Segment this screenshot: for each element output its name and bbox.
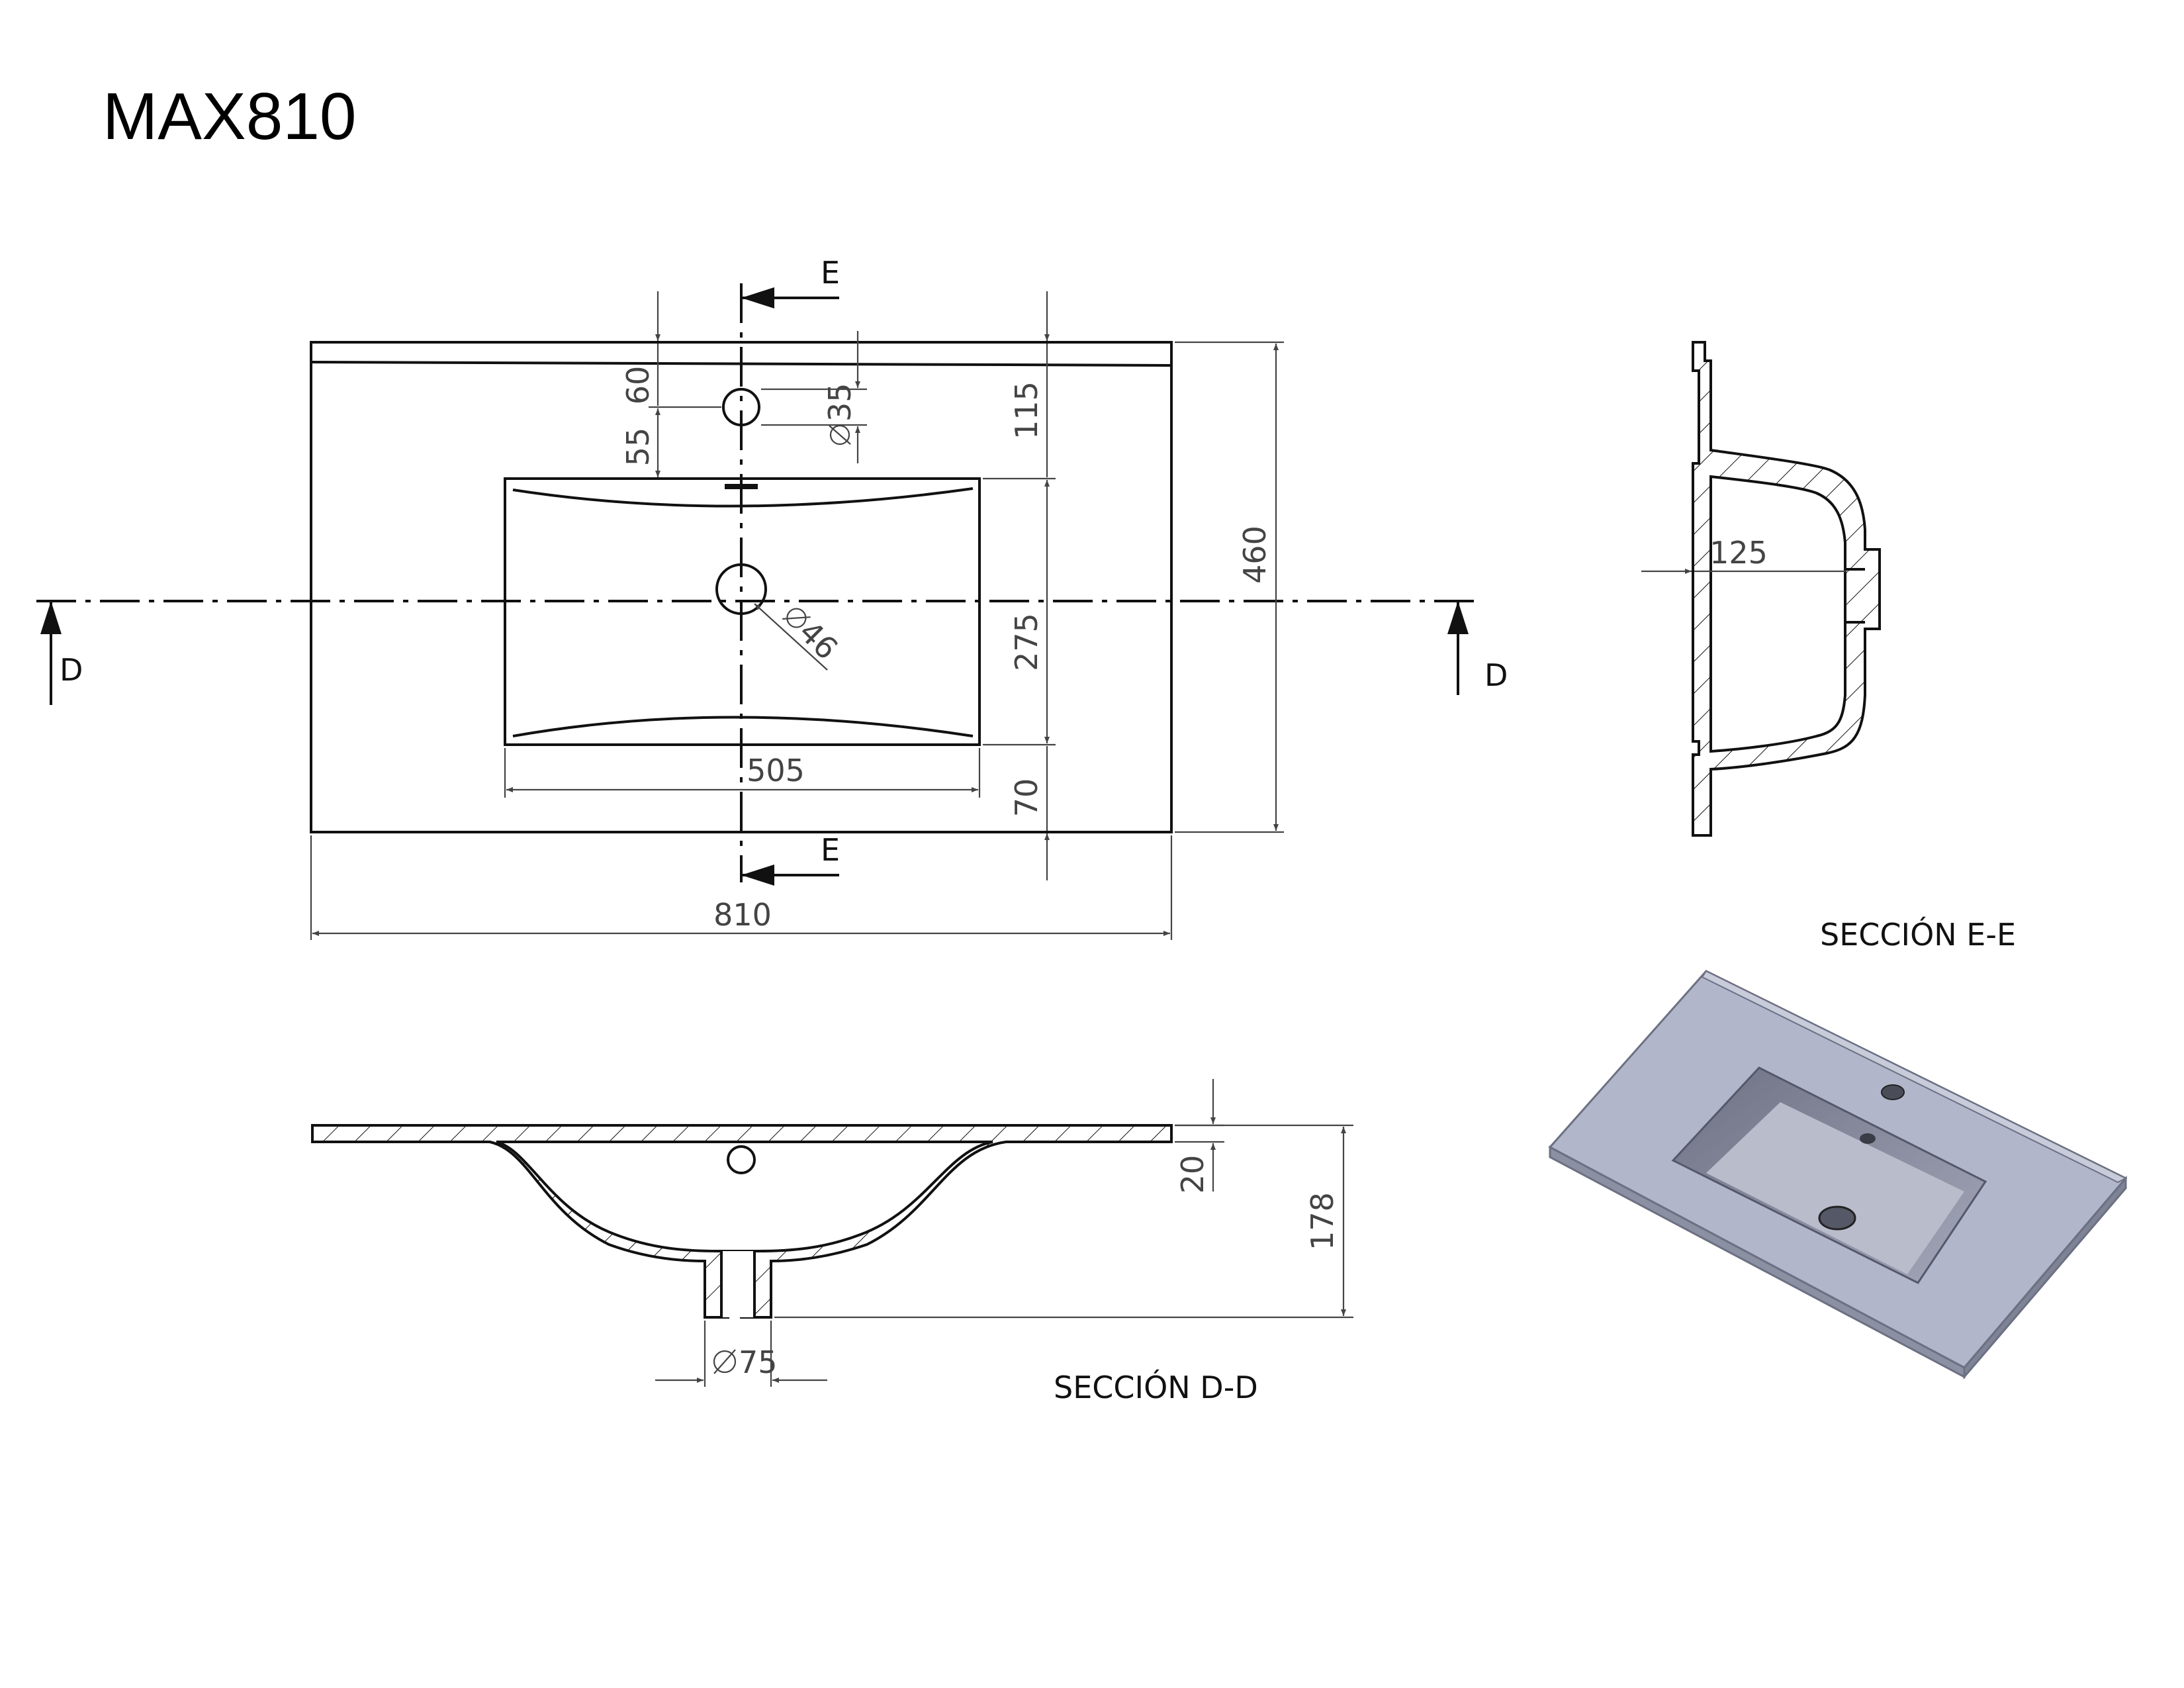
render-drain-hole [1818,1205,1856,1231]
section-e-bottom-label: E [821,832,840,868]
section-ee: 125 SECCIÓN E-E [1641,341,2016,953]
render-overflow-hole [1860,1133,1876,1144]
dd-dim-drain: 75 [739,1344,778,1380]
section-d-right-label: D [1484,657,1508,693]
countertop-outline [310,341,1173,833]
section-dd: 20 178 75 SECCIÓN D-D [311,1079,1353,1405]
dim-basin-depth: 275 [1009,613,1044,671]
dim-drain-hole: 46 [792,614,845,667]
dim-tap-hole: 35 [822,383,858,422]
section-dd-label: SECCIÓN D-D [1054,1370,1258,1405]
dim-back: 115 [1009,381,1044,440]
section-ee-label: SECCIÓN E-E [1820,917,2016,953]
section-e-top-arrow [741,287,774,308]
render-3d [1548,970,2128,1380]
ee-dim-125: 125 [1709,535,1768,571]
section-e-top-label: E [821,255,840,291]
dim-basin-width: 505 [747,753,805,788]
render-basin-floor [1706,1102,1964,1274]
dim-width: 810 [713,897,772,933]
drawing-title: MAX810 [103,79,357,154]
section-e-bottom-arrow [741,865,774,886]
dim-front: 70 [1009,778,1044,818]
section-d-left-label: D [60,652,83,688]
section-d-right-arrow [1447,601,1469,634]
top-view: E E D D 810 460 505 115 275 [36,255,1508,940]
basin-inner-front [512,716,974,737]
dim-depth: 460 [1237,526,1273,584]
dd-dim-thickness: 20 [1175,1155,1210,1194]
section-dd-inner [496,1141,993,1252]
render-back-lip [1701,970,2128,1184]
render-tap-hole [1881,1084,1905,1100]
render-side-edge [1963,1175,2127,1380]
section-ee-inner [1709,475,1846,753]
basin-inner-back [512,487,974,508]
section-dd-overflow-hole [727,1145,756,1174]
dd-dim-height: 178 [1304,1192,1340,1250]
section-d-left-arrow [40,601,62,634]
basin-outline [504,477,981,746]
dim-60: 60 [620,366,656,405]
dim-55: 55 [620,428,656,467]
